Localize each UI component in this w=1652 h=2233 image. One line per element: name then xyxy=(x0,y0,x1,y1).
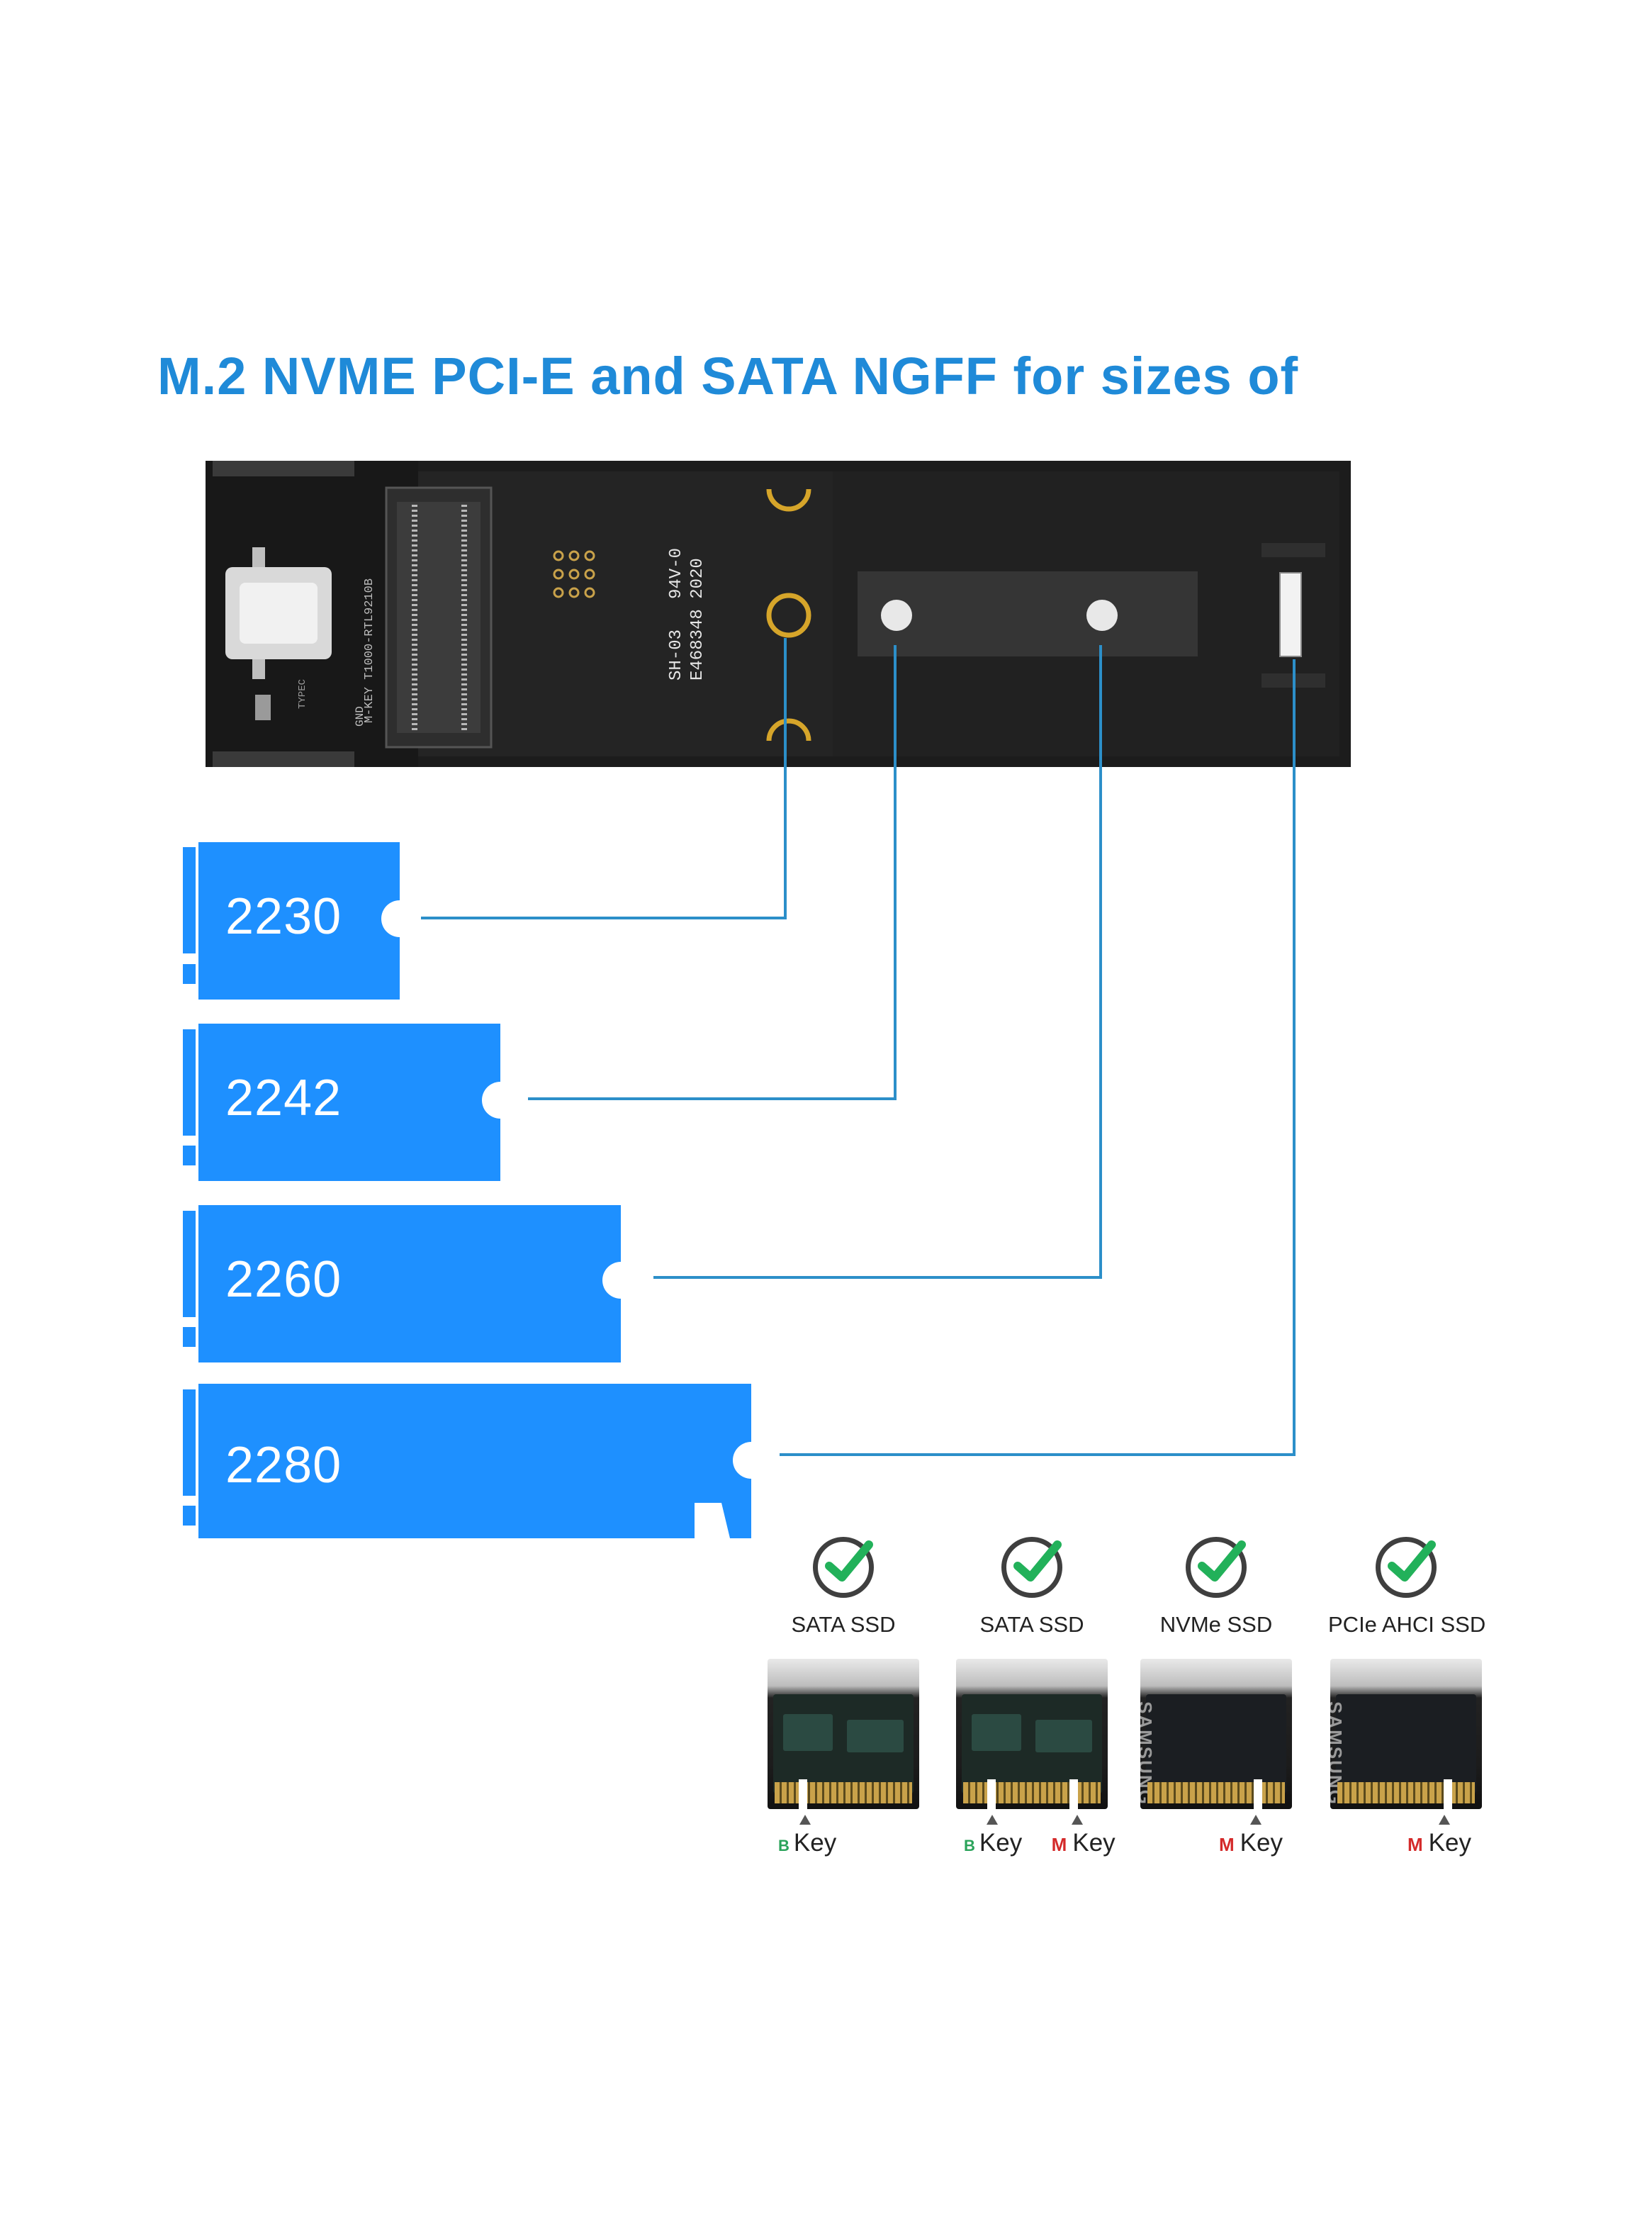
slot-2280 xyxy=(1279,572,1302,657)
enclosure-board: SH-03 94V-0 E468348 2020 M-KEY T1000-RTL… xyxy=(206,461,1351,767)
ssd-photo xyxy=(768,1659,919,1809)
screw-hole-2242 xyxy=(881,600,912,631)
silkscreen-typec: TYPEC xyxy=(297,679,308,709)
ssd-type-label: SATA SSD xyxy=(979,1612,1084,1637)
check-icon xyxy=(1001,1537,1062,1598)
page-title: M.2 NVME PCI-E and SATA NGFF for sizes o… xyxy=(157,347,1299,405)
ssd-card-sata-b: SATA SSD xyxy=(765,1537,921,1809)
ssd-card-nvme: NVMe SSD SAMSUNG xyxy=(1138,1537,1294,1809)
standoff-2230 xyxy=(766,593,811,638)
silkscreen-chip: M-KEY T1000-RTL9210B xyxy=(363,578,376,723)
module-2242 xyxy=(183,1024,519,1181)
leader-lines xyxy=(421,638,1296,1456)
key-pointer-icon xyxy=(799,1815,811,1825)
key-letter: M xyxy=(1051,1834,1067,1855)
size-label-2230: 2230 xyxy=(225,888,342,945)
leader-2260 xyxy=(653,645,1102,1279)
module-2260 xyxy=(183,1205,639,1362)
check-icon xyxy=(1186,1537,1247,1598)
leader-2242 xyxy=(528,645,897,1100)
m2-slot xyxy=(385,486,493,749)
enclosure-diagram: SH-03 94V-0 E468348 2020 M-KEY T1000-RTL… xyxy=(183,461,1351,1538)
key-letter: M xyxy=(1219,1834,1235,1855)
standoff-2230-bottom xyxy=(766,718,811,741)
size-label-2260: 2260 xyxy=(225,1251,342,1308)
key-letter: B xyxy=(778,1837,790,1854)
ssd-photo: SAMSUNG xyxy=(1140,1659,1292,1809)
standoff-2230-top xyxy=(766,488,811,512)
key-pointer-icon xyxy=(1250,1815,1262,1825)
size-label-2242: 2242 xyxy=(225,1070,342,1126)
ssd-type-label: NVMe SSD xyxy=(1159,1612,1273,1637)
module-2230 xyxy=(183,842,418,1000)
silkscreen-model: SH-03 xyxy=(667,629,686,681)
key-letter: B xyxy=(964,1837,975,1854)
silkscreen-cert: E468348 2020 xyxy=(688,558,707,681)
size-label-2280: 2280 xyxy=(225,1437,342,1494)
leader-2280 xyxy=(780,659,1296,1456)
key-pointer-icon xyxy=(1439,1815,1450,1825)
leader-2230 xyxy=(421,638,787,919)
key-pointer-icon xyxy=(987,1815,998,1825)
check-icon xyxy=(1376,1537,1437,1598)
key-pointer-icon xyxy=(1072,1815,1083,1825)
check-icon xyxy=(813,1537,874,1598)
ssd-type-label: PCIe AHCI SSD xyxy=(1328,1612,1486,1637)
ssd-card-sata-bm: SATA SSD xyxy=(954,1537,1110,1809)
key-letter: M xyxy=(1407,1834,1423,1855)
ssd-type-label: SATA SSD xyxy=(791,1612,896,1637)
screw-hole-2260 xyxy=(1086,600,1118,631)
usb-c-port xyxy=(225,547,332,720)
silkscreen-gnd: GND xyxy=(354,706,366,727)
module-2280 xyxy=(183,1384,770,1538)
silkscreen-rating: 94V-0 xyxy=(667,548,686,599)
ssd-card-ahci: PCIe AHCI SSD SAMSUNG xyxy=(1328,1537,1486,1809)
ssd-photo: SAMSUNG xyxy=(1330,1659,1482,1809)
ssd-photo xyxy=(956,1659,1108,1809)
